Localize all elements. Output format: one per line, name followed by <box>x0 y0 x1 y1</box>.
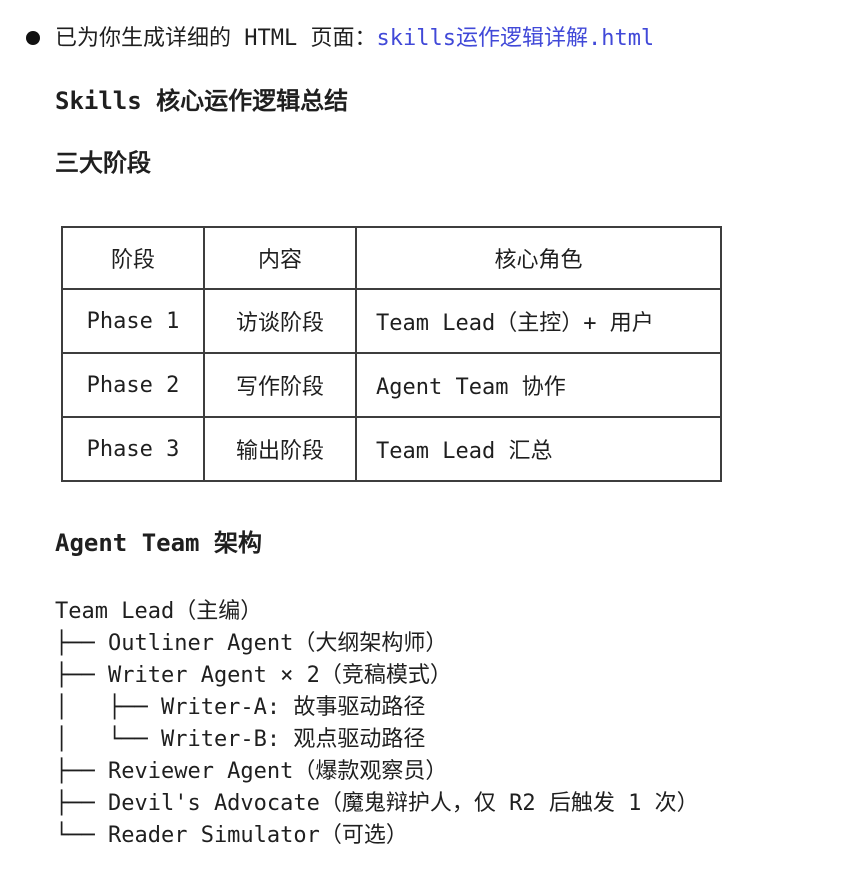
table-row: Phase 2 写作阶段 Agent Team 协作 <box>61 352 722 418</box>
message-content: 已为你生成详细的 HTML 页面：skills运作逻辑详解.html Skill… <box>26 26 824 852</box>
table-row: Phase 1 访谈阶段 Team Lead（主控）+ 用户 <box>61 288 722 354</box>
generated-html-file-link[interactable]: skills运作逻辑详解.html <box>376 26 655 51</box>
column-header-content: 内容 <box>203 226 357 290</box>
table-header-row: 阶段 内容 核心角色 <box>61 226 722 290</box>
heading-three-phases: 三大阶段 <box>55 149 151 177</box>
tree-line-reader-simulator: └── Reader Simulator（可选） <box>55 823 408 848</box>
cell-role: Team Lead 汇总 <box>355 416 722 482</box>
heading-agent-team-architecture: Agent Team 架构 <box>55 529 262 557</box>
table-row: Phase 3 输出阶段 Team Lead 汇总 <box>61 416 722 482</box>
cell-phase: Phase 1 <box>61 288 205 354</box>
column-header-role: 核心角色 <box>355 226 722 290</box>
cell-role: Agent Team 协作 <box>355 352 722 418</box>
cell-role: Team Lead（主控）+ 用户 <box>355 288 722 354</box>
agent-team-tree: Team Lead（主编） ├── Outliner Agent（大纲架构师） … <box>55 596 824 852</box>
bullet-list-item: 已为你生成详细的 HTML 页面：skills运作逻辑详解.html <box>26 26 824 52</box>
tree-line-reviewer: ├── Reviewer Agent（爆款观察员） <box>55 759 448 784</box>
bullet-text: 已为你生成详细的 HTML 页面： <box>55 26 377 51</box>
cell-phase: Phase 3 <box>61 416 205 482</box>
tree-line-outliner: ├── Outliner Agent（大纲架构师） <box>55 631 448 656</box>
column-header-phase: 阶段 <box>61 226 205 290</box>
tree-line-writer-b: │ └── Writer-B: 观点驱动路径 <box>55 727 426 752</box>
cell-content: 输出阶段 <box>203 416 357 482</box>
cell-content: 写作阶段 <box>203 352 357 418</box>
heading-skills-summary: Skills 核心运作逻辑总结 <box>55 87 349 115</box>
phases-table: 阶段 内容 核心角色 Phase 1 访谈阶段 Team Lead（主控）+ 用… <box>61 226 722 482</box>
cell-phase: Phase 2 <box>61 352 205 418</box>
bullet-icon <box>26 31 40 45</box>
cell-content: 访谈阶段 <box>203 288 357 354</box>
tree-line-devils-advocate: ├── Devil's Advocate（魔鬼辩护人，仅 R2 后触发 1 次） <box>55 791 699 816</box>
tree-line-writer-agents: ├── Writer Agent × 2（竞稿模式） <box>55 663 452 688</box>
tree-line-writer-a: │ ├── Writer-A: 故事驱动路径 <box>55 695 426 720</box>
tree-line-team-lead: Team Lead（主编） <box>55 599 263 624</box>
